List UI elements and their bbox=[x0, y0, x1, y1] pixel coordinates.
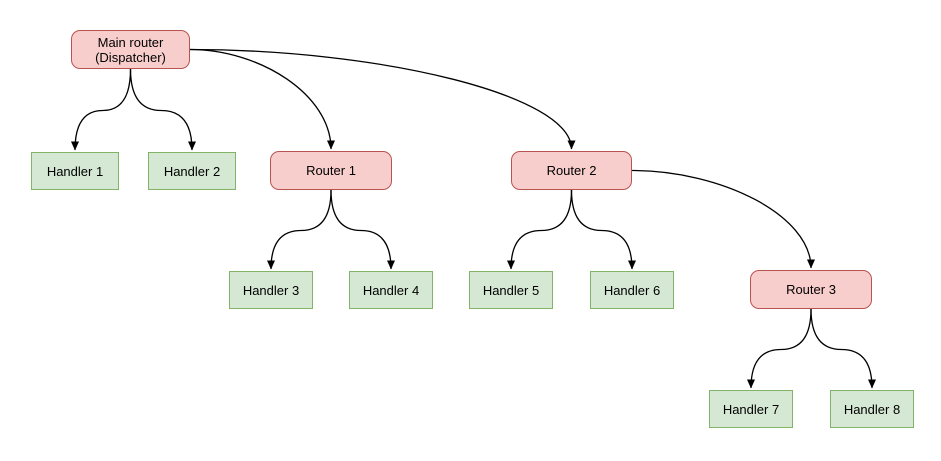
handler-node-h8: Handler 8 bbox=[830, 390, 914, 428]
edge-main-to-h1 bbox=[71, 68, 132, 151]
router-node-r2: Router 2 bbox=[511, 151, 632, 190]
edge-r3-to-h7 bbox=[747, 308, 812, 389]
edge-r2-to-h5 bbox=[507, 189, 573, 270]
handler-node-h3: Handler 3 bbox=[229, 271, 313, 309]
edge-r2-to-h6 bbox=[570, 189, 636, 270]
handler-node-h2: Handler 2 bbox=[148, 152, 236, 190]
edge-main-to-h2 bbox=[129, 68, 196, 151]
edge-r2-to-r3 bbox=[631, 169, 815, 269]
handler-node-h6: Handler 6 bbox=[590, 271, 674, 309]
edge-r3-to-h8 bbox=[810, 308, 876, 389]
edge-main-to-r2 bbox=[189, 48, 576, 150]
edge-r1-to-h4 bbox=[330, 189, 395, 270]
edge-r1-to-h3 bbox=[267, 189, 332, 270]
router-node-r1: Router 1 bbox=[270, 151, 392, 190]
router-node-r3: Router 3 bbox=[750, 270, 872, 309]
handler-node-h5: Handler 5 bbox=[469, 271, 553, 309]
handler-node-h4: Handler 4 bbox=[349, 271, 433, 309]
handler-node-h7: Handler 7 bbox=[709, 390, 793, 428]
router-node-main: Main router (Dispatcher) bbox=[71, 30, 190, 69]
edge-main-to-r1 bbox=[189, 48, 335, 150]
handler-node-h1: Handler 1 bbox=[31, 152, 119, 190]
